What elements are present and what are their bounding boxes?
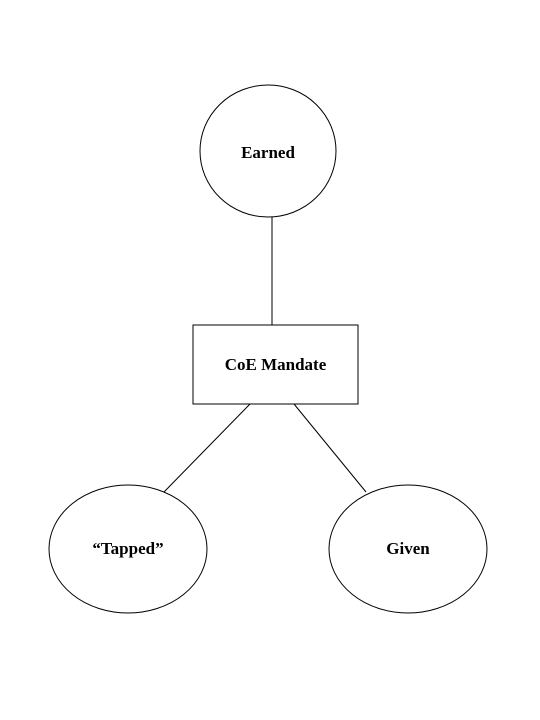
node-tapped: “Tapped” — [48, 484, 208, 614]
edge-mandate-to-tapped — [163, 403, 251, 493]
node-earned: Earned — [199, 84, 337, 218]
node-given: Given — [328, 484, 488, 614]
node-coe-mandate-label: CoE Mandate — [225, 355, 327, 374]
node-earned-label: Earned — [241, 143, 295, 162]
node-given-ellipse — [328, 484, 488, 614]
node-given-label: Given — [386, 539, 430, 558]
node-tapped-label: “Tapped” — [92, 539, 163, 558]
node-tapped-ellipse — [48, 484, 208, 614]
node-earned-ellipse — [199, 84, 337, 218]
node-coe-mandate: CoE Mandate — [192, 324, 359, 405]
node-coe-mandate-box — [192, 324, 359, 405]
edge-mandate-to-given — [293, 403, 367, 493]
